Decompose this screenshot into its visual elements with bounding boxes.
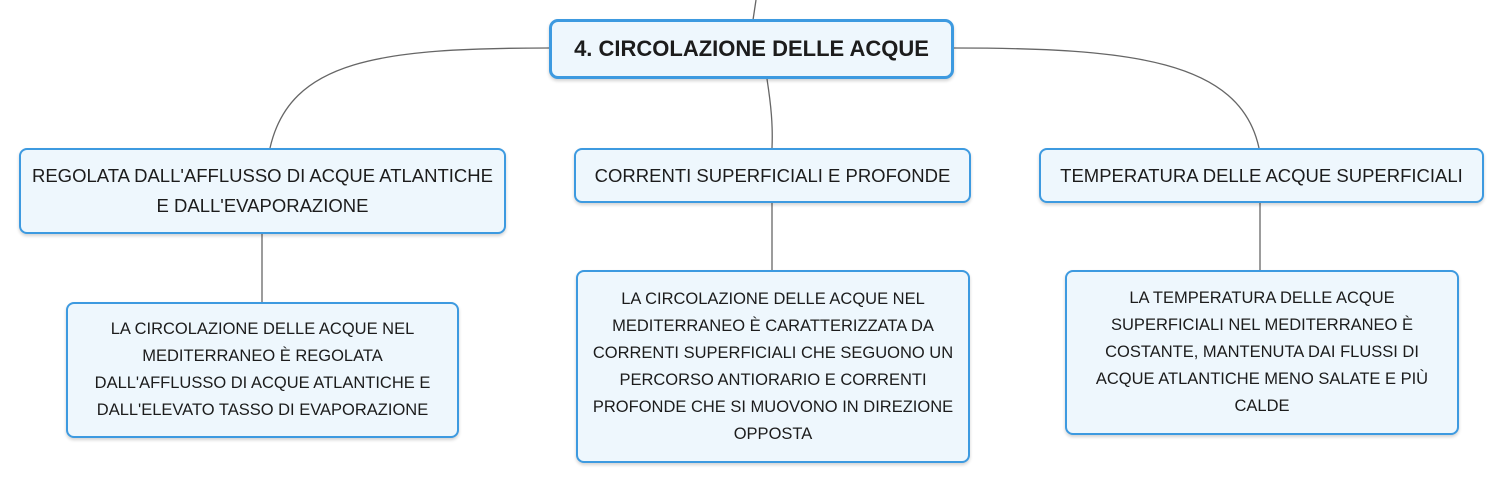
branch-label-2: CORRENTI SUPERFICIALI E PROFONDE <box>594 164 951 186</box>
connector-root-to-branch-2 <box>766 78 773 149</box>
root-topic-node[interactable]: 4. CIRCOLAZIONE DELLE ACQUE <box>549 19 954 79</box>
branch-label-3: TEMPERATURA DELLE ACQUE SUPERFICIALI <box>1060 164 1463 186</box>
detail-node-1[interactable]: LA CIRCOLAZIONE DELLE ACQUE NEL MEDITERR… <box>66 302 459 438</box>
connector-parent <box>752 0 757 21</box>
detail-text-3: LA TEMPERATURA DELLE ACQUE SUPERFICIALI … <box>1095 289 1429 415</box>
branch-node-3[interactable]: TEMPERATURA DELLE ACQUE SUPERFICIALI <box>1039 148 1484 203</box>
connector-root-to-branch-3 <box>953 47 1260 149</box>
root-topic-label: 4. CIRCOLAZIONE DELLE ACQUE <box>574 36 929 61</box>
detail-text-2: LA CIRCOLAZIONE DELLE ACQUE NEL MEDITERR… <box>592 289 954 443</box>
branch-node-1[interactable]: REGOLATA DALL'AFFLUSSO DI ACQUE ATLANTIC… <box>19 148 506 234</box>
branch-node-2[interactable]: CORRENTI SUPERFICIALI E PROFONDE <box>574 148 971 203</box>
connector-root-to-branch-1 <box>269 47 550 149</box>
branch-label-1: REGOLATA DALL'AFFLUSSO DI ACQUE ATLANTIC… <box>31 165 493 216</box>
detail-text-1: LA CIRCOLAZIONE DELLE ACQUE NEL MEDITERR… <box>94 320 431 419</box>
detail-node-2[interactable]: LA CIRCOLAZIONE DELLE ACQUE NEL MEDITERR… <box>576 270 970 463</box>
detail-node-3[interactable]: LA TEMPERATURA DELLE ACQUE SUPERFICIALI … <box>1065 270 1459 435</box>
